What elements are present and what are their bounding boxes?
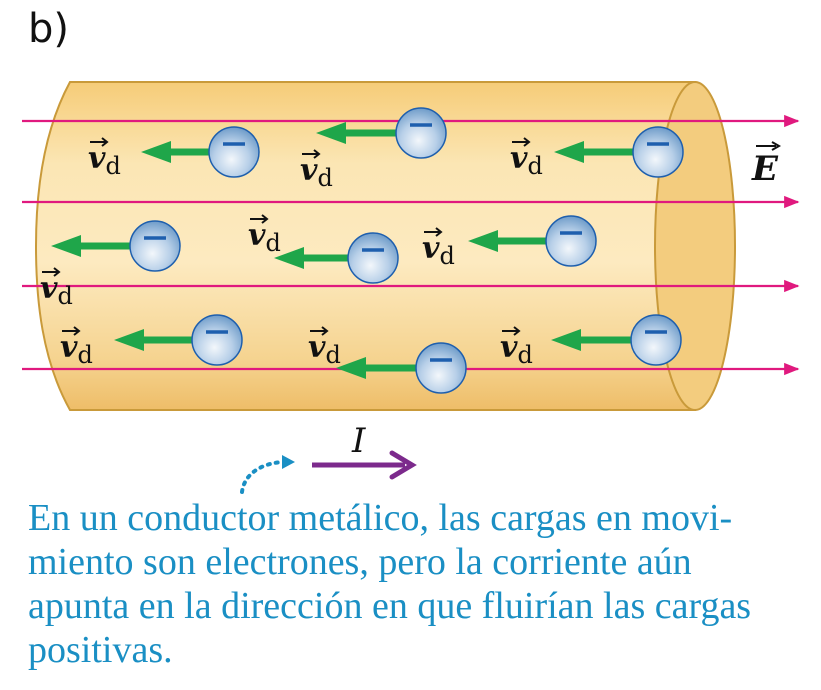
drift-arrow-head	[114, 329, 144, 351]
drift-velocity-label: vd	[60, 330, 93, 369]
caption-line: miento son electrones, pero la corriente…	[28, 541, 692, 583]
caption: En un conductor metálico, las cargas en …	[28, 496, 818, 672]
drift-arrow-head	[468, 230, 498, 252]
electron-group: vd	[500, 314, 682, 369]
current-label: I	[351, 421, 366, 461]
drift-velocity-label: vd	[40, 271, 73, 310]
vector-arrow-icon	[250, 214, 269, 224]
vector-arrow-icon	[42, 267, 61, 277]
panel-label: b)	[28, 6, 69, 52]
pointer-dotted-arrow	[240, 460, 284, 494]
drift-arrow-head	[551, 329, 581, 351]
electron-group: vd	[308, 326, 467, 394]
electron	[395, 107, 447, 159]
vector-arrow-icon	[302, 149, 321, 159]
field-label: E	[751, 141, 782, 189]
electron-group: vd	[248, 214, 399, 284]
vector-arrow-icon	[424, 227, 443, 237]
current-indicator: I	[240, 421, 417, 494]
electron-group: vd	[88, 126, 260, 180]
caption-line: En un conductor metálico, las cargas en …	[28, 497, 733, 539]
drift-velocity-label: vd	[422, 231, 455, 270]
electron-group: vd	[510, 126, 684, 180]
vector-arrow-icon	[90, 137, 109, 147]
drift-velocity-label: vd	[88, 141, 121, 180]
electron-group: vd	[300, 107, 447, 192]
field-label-text: E	[751, 149, 779, 189]
pointer-arrow-head	[282, 455, 295, 469]
drift-arrow-head	[316, 122, 346, 144]
drift-velocity-label: vd	[300, 153, 333, 192]
drift-velocity-label: vd	[248, 218, 281, 257]
electron	[347, 232, 399, 284]
caption-line: positivas.	[28, 629, 173, 671]
caption-line: apunta en la dirección en que fluirían l…	[28, 585, 752, 627]
vector-arrow-icon	[62, 326, 81, 336]
electron-group: vd	[422, 215, 597, 270]
drift-velocity-label: vd	[510, 141, 543, 180]
current-arrow-head	[389, 450, 417, 480]
drift-arrow-head	[336, 357, 366, 379]
vector-arrow-icon	[502, 326, 521, 336]
drift-arrow-head	[51, 235, 81, 257]
drift-arrow-head	[274, 247, 304, 269]
drift-arrow-head	[554, 141, 584, 163]
electron	[632, 126, 684, 178]
electron	[208, 126, 260, 178]
electron-group: vd	[40, 220, 181, 310]
vector-arrow-icon	[310, 326, 329, 336]
electron	[129, 220, 181, 272]
electron	[191, 314, 243, 366]
drift-velocity-label: vd	[500, 330, 533, 369]
electron	[545, 215, 597, 267]
drift-arrow-head	[141, 141, 171, 163]
electron	[630, 314, 682, 366]
electron	[415, 342, 467, 394]
drift-velocity-label: vd	[308, 330, 341, 369]
vector-arrow-icon	[512, 137, 531, 147]
electron-group: vd	[60, 314, 243, 369]
